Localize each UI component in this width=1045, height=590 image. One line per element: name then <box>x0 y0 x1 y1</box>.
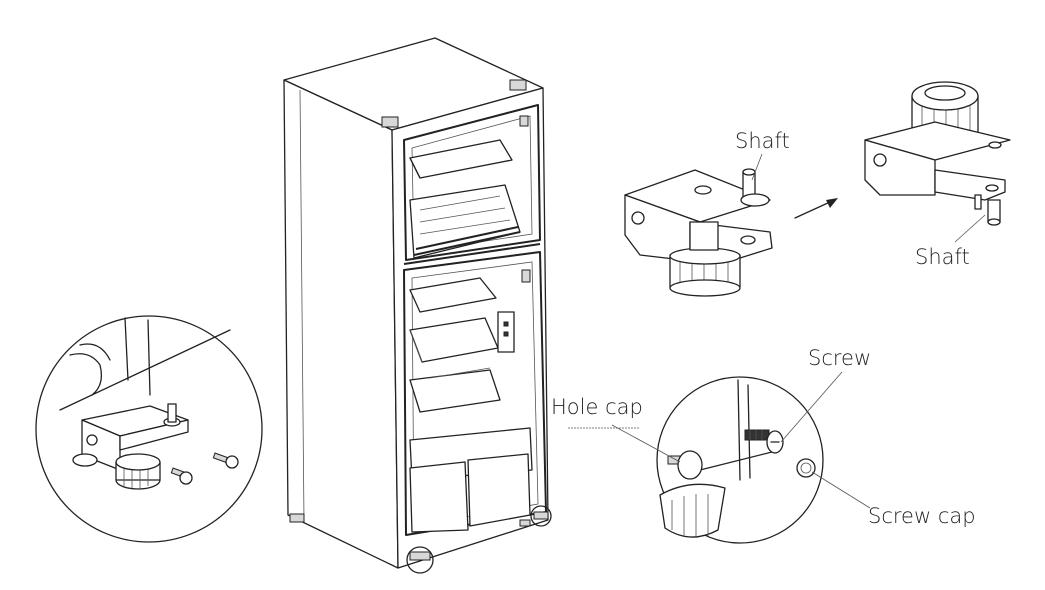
transform-arrow <box>794 198 838 219</box>
refrigerator-illustration <box>283 37 552 574</box>
leader-lines <box>568 153 986 509</box>
hinge-before-illustration <box>624 168 773 297</box>
hinge-after-illustration <box>864 81 1011 226</box>
label-shaft-top: Shaft <box>735 129 790 153</box>
label-shaft-right: Shaft <box>915 245 970 269</box>
right-detail-circle <box>656 376 824 544</box>
label-screw: Screw <box>808 346 871 370</box>
left-detail-circle <box>35 315 263 543</box>
label-screw-cap: Screw cap <box>868 504 976 528</box>
label-hole-cap: Hole cap <box>551 395 643 419</box>
